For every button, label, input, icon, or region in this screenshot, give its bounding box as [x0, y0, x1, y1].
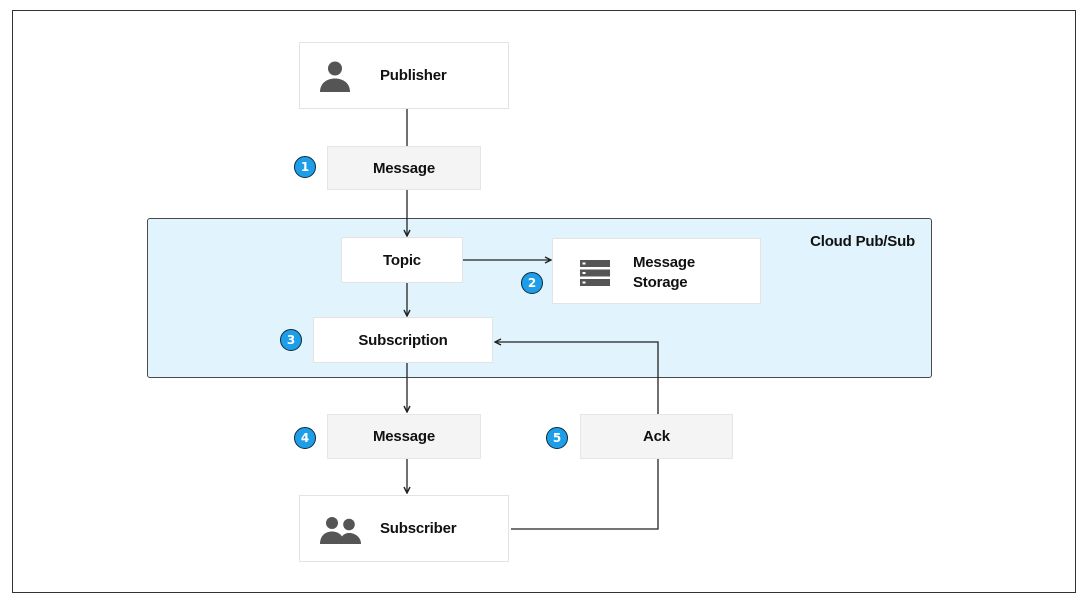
message-storage-label: Message Storage — [633, 253, 695, 293]
region-title: Cloud Pub/Sub — [810, 233, 915, 250]
message-storage-label-line2: Storage — [633, 274, 688, 291]
step-4-badge: 4 — [294, 427, 316, 449]
subscriber-to-ack-line — [511, 459, 659, 530]
message-storage-label-line1: Message — [633, 254, 695, 271]
subscription-label: Subscription — [358, 331, 448, 349]
step-2-badge: 2 — [521, 272, 543, 294]
message-storage-node: Message Storage — [552, 238, 761, 304]
message-in-label: Message — [373, 159, 435, 177]
step-1-badge: 1 — [294, 156, 316, 178]
server-icon — [580, 260, 610, 286]
person-icon — [320, 61, 350, 92]
message-in-node: Message — [327, 146, 481, 190]
step-5-badge: 5 — [546, 427, 568, 449]
people-icon — [320, 517, 361, 544]
publisher-node: Publisher — [299, 42, 509, 109]
message-out-label: Message — [373, 428, 435, 445]
subscription-node: Subscription — [313, 317, 493, 363]
subscriber-label: Subscriber — [380, 520, 457, 537]
publisher-label: Publisher — [380, 67, 447, 84]
message-out-node: Message — [327, 414, 481, 459]
topic-label: Topic — [383, 251, 421, 269]
topic-node: Topic — [341, 237, 463, 283]
ack-to-subscription-arrow — [495, 342, 659, 414]
cloud-pubsub-region: Cloud Pub/Sub — [147, 218, 932, 378]
subscriber-node: Subscriber — [299, 495, 509, 562]
ack-node: Ack — [580, 414, 733, 459]
ack-label: Ack — [643, 428, 670, 445]
step-3-badge: 3 — [280, 329, 302, 351]
